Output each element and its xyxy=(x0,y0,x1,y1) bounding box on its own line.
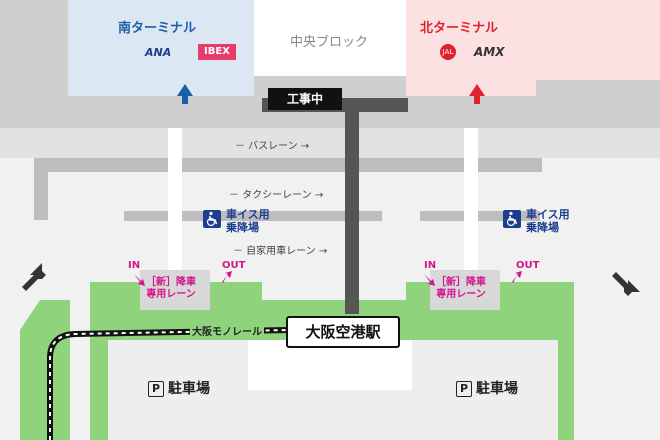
wheelchair-icon xyxy=(203,210,221,228)
south-terminal-arrow xyxy=(177,84,193,104)
bus-lane-label: － バスレーン → xyxy=(232,137,313,152)
wheelchair-icon xyxy=(503,210,521,228)
north-terminal-arrow xyxy=(469,84,485,104)
dropoff-out-label-right: OUT xyxy=(516,260,540,271)
center-block-title: 中央ブロック xyxy=(290,35,369,50)
private-car-lane-label: － 自家用車レーン → xyxy=(230,242,331,257)
dropoff-out-label-left: OUT xyxy=(222,260,246,271)
wheelchair-area-label-left: 車イス用乗降場 xyxy=(226,208,270,234)
amx-logo: AMX xyxy=(474,45,505,59)
crosswalk-right xyxy=(464,128,478,278)
north-terminal-title: 北ターミナル xyxy=(420,21,499,36)
median-strip-3 xyxy=(420,211,540,221)
median-strip-2 xyxy=(124,211,382,221)
green-left-strip xyxy=(20,300,70,440)
taxi-lane-label: － タクシーレーン → xyxy=(226,186,327,201)
bus-lane-road xyxy=(0,128,660,158)
inout-arrows xyxy=(134,271,522,286)
dropoff-lane-label-left: ［新］降車専用レーン xyxy=(146,277,196,300)
dropoff-in-label-right: IN xyxy=(424,260,437,271)
north-terminal-wing xyxy=(536,0,660,80)
ana-logo: ANA xyxy=(145,46,172,59)
parking-icon: P xyxy=(456,381,472,397)
right-diagonal-arrow xyxy=(612,272,640,296)
dropoff-zone-right-bg xyxy=(430,270,500,310)
parking-icon: P xyxy=(148,381,164,397)
south-terminal-title: 南ターミナル xyxy=(118,21,197,36)
construction-label: 工事中 xyxy=(268,88,342,110)
left-diagonal-arrow xyxy=(22,263,46,291)
dropoff-zone-left-bg xyxy=(140,270,210,310)
wheelchair-area-label-right: 車イス用乗降場 xyxy=(526,208,570,234)
dropoff-in-label-left: IN xyxy=(128,260,141,271)
jal-logo: JAL xyxy=(440,44,456,60)
median-strip-1 xyxy=(34,158,542,172)
center-block xyxy=(254,0,406,76)
station-building xyxy=(248,340,412,390)
crosswalk-left xyxy=(168,128,182,278)
ibex-logo: IBEX xyxy=(198,44,236,60)
north-terminal-block xyxy=(406,0,536,96)
median-strip-left xyxy=(34,158,48,220)
walkway-vertical xyxy=(345,98,359,314)
dropoff-lane-label-right: ［新］降車専用レーン xyxy=(436,277,486,300)
osaka-airport-station: 大阪空港駅 xyxy=(286,316,400,348)
monorail-label: 大阪モノレール xyxy=(190,323,264,338)
